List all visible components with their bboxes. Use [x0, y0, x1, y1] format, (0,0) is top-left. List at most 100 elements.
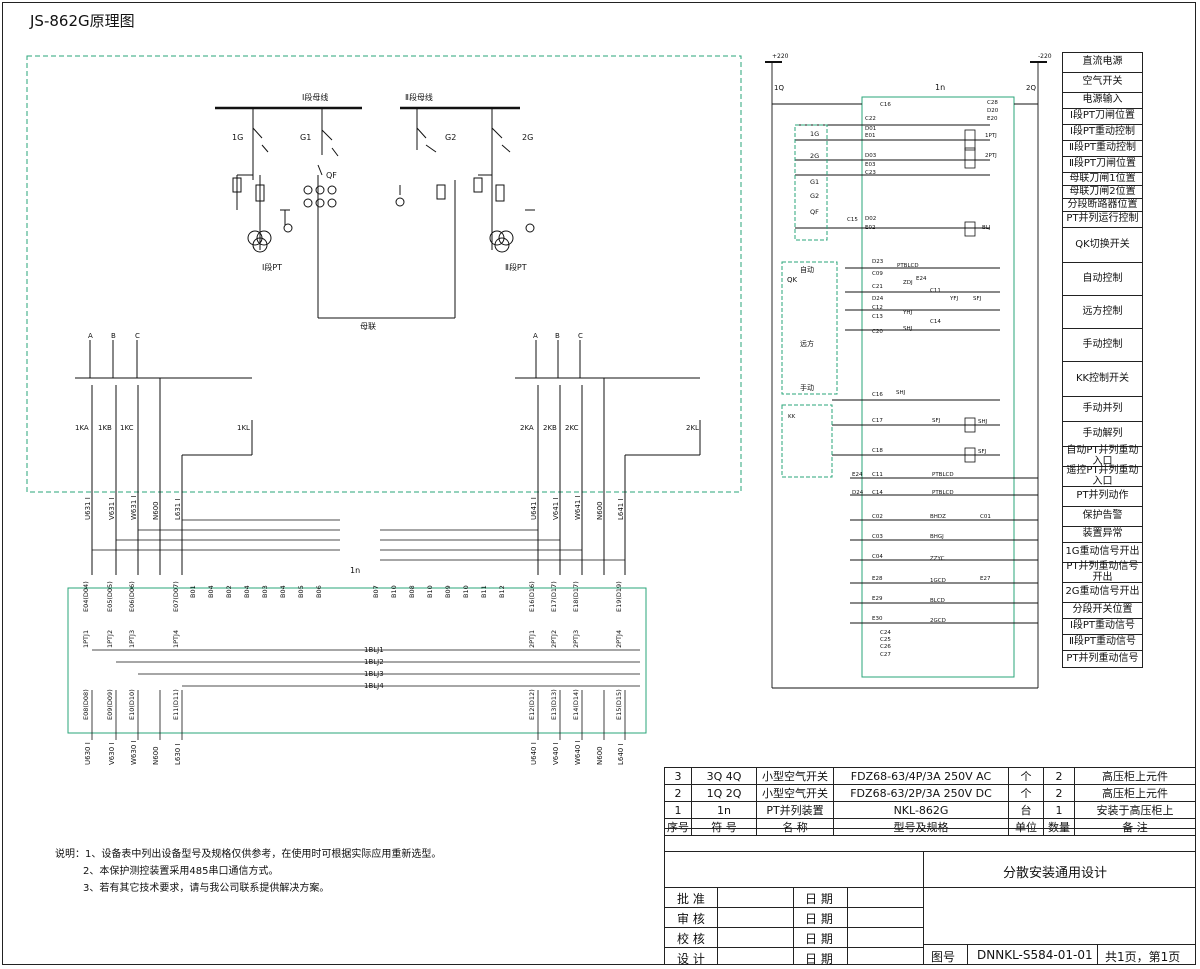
function-cell: Ⅰ段PT重动控制 [1063, 125, 1142, 141]
right-terminal-label: C24 [880, 630, 891, 636]
right-terminal-label: ZDJ [903, 280, 913, 286]
terminal-in-right: E19(D19) [615, 581, 623, 612]
date-2: 日 期 [805, 912, 833, 926]
relay-label-left: 1KL [237, 424, 250, 432]
relay-label-right: 2KL [686, 424, 699, 432]
b-terminal-right: B07 [372, 585, 380, 598]
function-cell: 母联刀闸2位置 [1063, 186, 1142, 199]
blj-contact-label: 1BLJ2 [364, 658, 384, 666]
wire-label-top-left: L631 I [174, 498, 182, 520]
label-g2: G2 [445, 133, 456, 142]
terminal-in-left: E06(D06) [128, 581, 136, 612]
note-3: 3、若有其它技术要求，请与我公司联系提供解决方案。 [83, 883, 330, 894]
right-terminal-label: C18 [872, 448, 883, 454]
parts-row-cell: 高压柜上元件 [1074, 784, 1196, 802]
bus2-feeders [395, 108, 535, 318]
function-cell: QK切换开关 [1063, 228, 1142, 263]
parts-row-cell: 1 [664, 801, 692, 819]
parts-row-cell: 个 [1008, 784, 1044, 802]
right-terminal-label: C15 [847, 217, 858, 223]
row-review: 审 核 [677, 912, 705, 926]
label-2q: 2Q [1026, 84, 1036, 92]
right-terminal-label: C09 [872, 271, 883, 277]
b-terminal-right: B10 [390, 585, 398, 598]
terminal-out-left: E10(D10) [128, 689, 136, 720]
right-terminal-label: C14 [930, 319, 941, 325]
wire-label-bottom-right: N600 [596, 746, 604, 765]
pt-contact-left: 1PTJ1 [82, 630, 90, 648]
right-terminal-label: C26 [880, 644, 891, 650]
right-terminal-label: C16 [872, 392, 883, 398]
phase-label-right: B [555, 332, 560, 340]
position-contact-label: 2G [810, 152, 819, 160]
parts-header-cell: 单位 [1008, 818, 1044, 836]
title-block: 分散安装通用设计 批 准 审 核 校 核 设 计 日 期 日 期 日 期 日 期… [664, 828, 1196, 966]
right-terminal-label: C11 [930, 288, 941, 294]
note-2: 2、本保护测控装置采用485串口通信方式。 [83, 866, 279, 877]
function-cell: 装置异常 [1063, 527, 1142, 543]
function-cell: PT并列重动信号开出 [1063, 561, 1142, 583]
label-pt2: Ⅱ段PT [505, 262, 527, 272]
device-1n-label-left: 1n [350, 566, 360, 575]
position-contact-label: G2 [810, 192, 819, 200]
parts-row-cell: 2 [664, 784, 692, 802]
qk-label: 远方 [800, 339, 814, 348]
right-terminal-label: BLJ [982, 225, 991, 231]
right-terminal-label: E20 [987, 116, 998, 122]
pt-contact-right: 2PTJ3 [572, 630, 580, 648]
function-cell: Ⅱ段PT重动控制 [1063, 141, 1142, 157]
function-cell: 远方控制 [1063, 296, 1142, 329]
position-contact-label: QF [810, 208, 819, 216]
b-terminal-right: B08 [408, 585, 416, 598]
parts-row-cell: 小型空气开关 [756, 767, 834, 785]
b-terminal-right: B11 [480, 585, 488, 598]
function-cell: 自动PT并列重动入口 [1063, 445, 1142, 467]
terminal-in-right: E16(D16) [528, 581, 536, 612]
wire-label-bottom-left: W630 I [130, 740, 138, 765]
wire-label-top-right: U641 I [530, 497, 538, 520]
bus1-feeders [232, 108, 455, 319]
b-terminal-left: B04 [243, 585, 251, 598]
b-terminal-left: B05 [297, 585, 305, 598]
right-terminal-label: E27 [980, 576, 991, 582]
pt-contact-left: 1PTJ2 [106, 630, 114, 648]
blj-contact-label: 1BLJ4 [364, 682, 384, 690]
right-terminal-label: E24 [916, 276, 927, 282]
function-cell: 分段断路器位置 [1063, 199, 1142, 212]
wire-label-bottom-right: W640 I [574, 740, 582, 765]
terminal-out-left: E08(D08) [82, 689, 90, 720]
note-1: 说明：1、设备表中列出设备型号及规格仅供参考，在使用时可根据实际应用重新选型。 [55, 849, 442, 860]
label-pt1: Ⅰ段PT [262, 262, 282, 272]
parts-row-cell: FDZ68-63/4P/3A 250V AC [833, 767, 1009, 785]
parts-row-cell: 2 [1043, 767, 1075, 785]
function-cell: Ⅱ段PT刀闸位置 [1063, 157, 1142, 173]
phase-label-left: A [88, 332, 93, 340]
bus2-label: Ⅱ段母线 [405, 92, 433, 102]
parts-row-cell: 安装于高压柜上 [1074, 801, 1196, 819]
parts-header-cell: 型号及规格 [833, 818, 1009, 836]
parts-header-cell: 符 号 [691, 818, 757, 836]
label-qf: QF [326, 171, 337, 180]
qk-label: QK [787, 276, 798, 284]
right-terminal-label: 2PTJ [985, 153, 997, 159]
wire-label-bottom-left: V630 I [108, 743, 116, 765]
function-cell: PT并列运行控制 [1063, 212, 1142, 228]
function-cell: 手动控制 [1063, 329, 1142, 362]
right-terminal-label: C04 [872, 554, 883, 560]
right-terminal-label: SFJ [978, 449, 987, 455]
function-cell: 电源输入 [1063, 93, 1142, 109]
page-count: 共1页，第1页 [1105, 950, 1181, 964]
terminal-out-right: E13(D13) [550, 689, 558, 720]
right-terminal-label: BHDZ [930, 514, 946, 520]
qk-label: 手动 [800, 383, 814, 392]
right-terminal-label: D03 [865, 153, 877, 159]
function-cell: Ⅱ段PT重动信号 [1063, 635, 1142, 651]
blj-contact-label: 1BLJ1 [364, 646, 384, 654]
pt1-secondary [75, 340, 253, 575]
relay-label-right: 2KA [520, 424, 534, 432]
wire-label-bottom-right: L640 I [617, 743, 625, 765]
